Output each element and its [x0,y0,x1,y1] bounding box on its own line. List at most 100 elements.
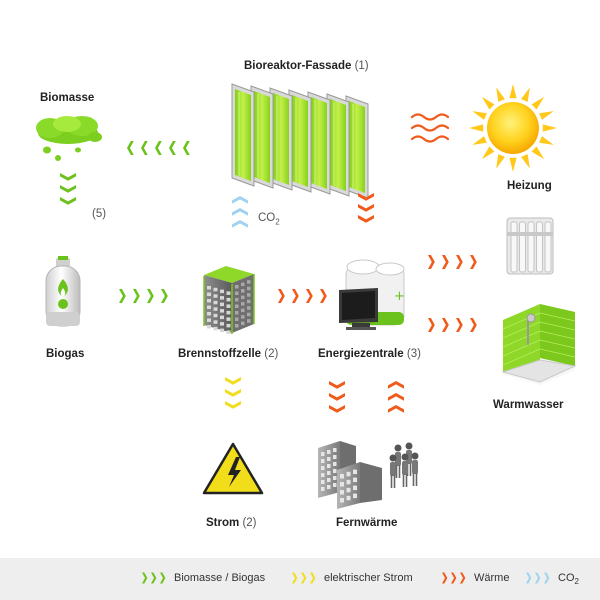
legend-chevrons-chevron [526,572,532,584]
legend-item-co2: CO2 [524,571,579,586]
sun-ray [539,111,554,120]
arrow-fuelcell-to-strom-chevron [225,389,241,397]
tile-line [539,339,576,349]
arrow-energy-to-district-chevron [329,405,345,413]
heater-fin [510,221,518,273]
arrow-facade-to-biomass-chevron [141,141,148,155]
building-window [207,312,211,316]
label-bioreactor: Bioreaktor-Fassade (1) [244,60,369,72]
legend-chevrons-chevron [292,572,298,584]
city-window [353,477,357,483]
tile-line [539,330,576,340]
legend-chevrons-chevron [310,572,316,584]
shower-icon [501,304,577,385]
legend-chevrons-chevron [142,572,148,584]
building-window [241,282,245,287]
person-head [401,453,409,461]
arrow-biogas-to-fuelcell-chevron [161,289,168,303]
legend-chevrons-chevron [160,572,166,584]
arrow-energy-to-water-chevron [456,318,463,332]
building-window [220,289,224,294]
heater-fin [519,221,526,273]
legend-electric-arrow-icon [292,572,316,584]
arrow-energy-to-heating-chevron [442,255,449,269]
legend-item-biomasse: Biomasse / Biogas [140,571,265,585]
building-window [241,315,245,319]
arrow-biomass-to-biogas [60,173,76,205]
legend-chevrons-chevron [301,572,307,584]
sun-ray [539,136,554,145]
tile-line [539,348,576,358]
arrow-co2-to-facade-chevron [232,196,248,204]
flow-arrows [60,141,477,413]
facade-panel-algae [292,95,308,187]
heater-fin [544,221,552,273]
city-window [321,487,325,491]
city-window [321,459,325,463]
arrow-fuelcell-to-energy-chevron [320,289,327,303]
legend-co2-arrow-icon [526,572,550,584]
building-window [241,302,245,306]
biogas-tank-icon [45,256,81,327]
arrow-energy-to-heating-chevron [470,255,477,269]
sun-ray [496,87,505,102]
label-heizung: Heizung [507,180,552,192]
city-window [327,450,331,454]
building-window [235,324,239,328]
tile-line [502,339,541,357]
person-body [402,461,408,475]
tile-line [539,321,576,331]
biomass-algae-icon [36,116,102,161]
svg-text:+: + [394,289,405,304]
building-window [220,296,224,300]
legend-chevrons-chevron [151,572,157,584]
sun-icon [469,84,557,172]
building-window [235,304,239,308]
tile-line [502,348,541,366]
high-voltage-warning-icon [202,442,264,495]
arrow-fuelcell-to-strom-chevron [225,377,241,385]
arrow-co2-to-facade-chevron [232,220,248,228]
building-window [241,308,245,313]
building-window [213,320,218,324]
building-window [235,291,239,295]
city-window [346,495,351,501]
arrow-facade-to-energy [358,193,374,223]
heater-fin [527,221,535,273]
building-window [247,312,251,317]
label-brennstoffzelle: Brennstoffzelle (2) [178,348,279,360]
label-biomasse: Biomasse [40,92,95,104]
sun-ray [472,111,487,120]
city-window [333,448,337,452]
arrow-biomass-to-biogas-chevron [60,185,76,193]
arrow-facade-to-biomass-chevron [183,141,190,155]
arrow-district-to-energy-chevron [388,405,404,413]
people-icon [389,442,419,488]
city-window [333,455,337,459]
building-window [226,304,231,308]
building-window [226,310,231,315]
legend-item-strom: elektrischer Strom [290,571,413,585]
arrow-energy-to-water-chevron [442,318,449,332]
arrow-energy-to-water [428,318,477,332]
building-window [213,294,218,298]
city-window [321,473,325,477]
arrow-fuelcell-to-strom-chevron [225,401,241,409]
building-window [213,300,218,305]
sun-ray [472,136,487,145]
building-window [241,289,245,293]
building-window [226,323,231,328]
building-window [241,321,245,326]
facade-panel-algae [330,99,346,191]
building-window [235,298,239,302]
city-window [346,487,351,493]
arrow-biogas-to-fuelcell [119,289,168,303]
label-warmwasser: Warmwasser [493,399,564,411]
sun-ray [521,87,530,102]
legend: Biomasse / Biogas elektrischer Strom Wär… [0,558,600,600]
building-window [213,326,218,331]
city-window [340,490,344,495]
legend-chevrons-chevron [460,572,466,584]
person-body [395,452,401,466]
